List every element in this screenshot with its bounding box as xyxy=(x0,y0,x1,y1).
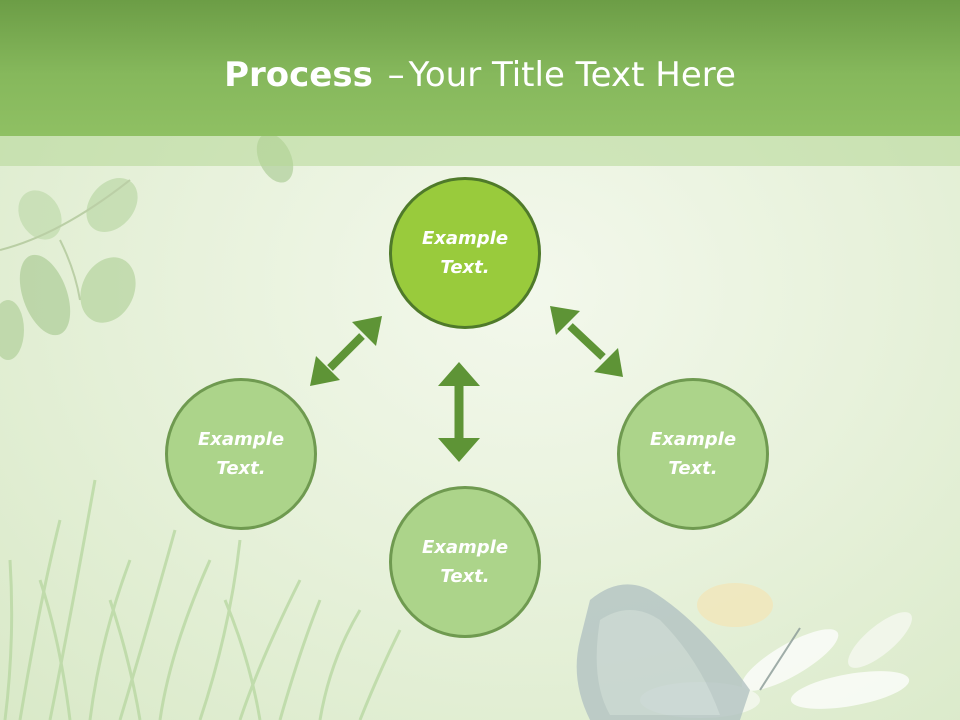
node-text-line2: Text. xyxy=(440,566,490,587)
node-text-line2: Text. xyxy=(216,458,266,479)
node-text-line1: Example xyxy=(421,228,509,249)
process-node-bottom[interactable]: Example Text. xyxy=(389,486,541,638)
title-bold-text: Process xyxy=(224,55,373,95)
grass-decoration xyxy=(3,479,402,720)
node-text-line1: Example xyxy=(197,429,285,450)
title-accent-strip xyxy=(0,136,960,166)
title-rest-text: Your Title Text Here xyxy=(408,55,736,95)
butterfly-decoration xyxy=(576,584,801,720)
process-node-top[interactable]: Example Text. xyxy=(389,177,541,329)
node-text-line1: Example xyxy=(649,429,737,450)
slide-title[interactable]: Process –Your Title Text Here xyxy=(0,52,960,98)
double-arrow-icon xyxy=(310,316,382,386)
title-dash: – xyxy=(387,55,405,95)
node-text-line1: Example xyxy=(421,537,509,558)
process-node-left[interactable]: Example Text. xyxy=(165,378,317,530)
double-arrow-icon xyxy=(438,362,480,462)
double-arrow-icon xyxy=(550,306,623,377)
leaves-decoration xyxy=(0,133,294,360)
process-node-right[interactable]: Example Text. xyxy=(617,378,769,530)
title-bar xyxy=(0,0,960,136)
node-text-line2: Text. xyxy=(668,458,718,479)
node-text-line2: Text. xyxy=(440,257,490,278)
